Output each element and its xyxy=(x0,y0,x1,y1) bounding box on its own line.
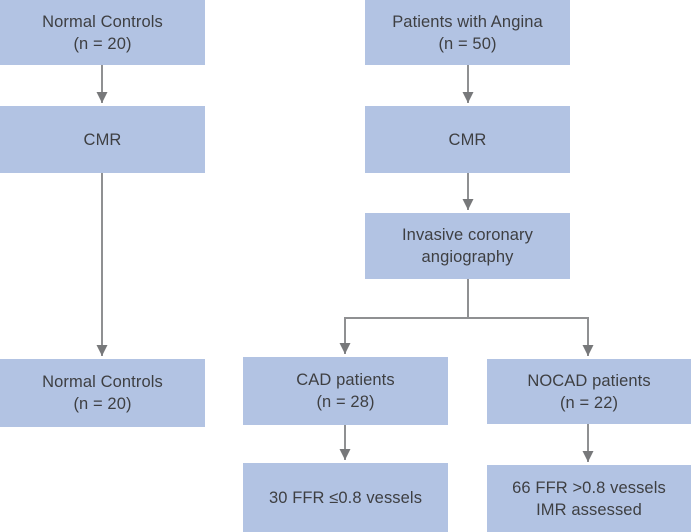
box-line: IMR assessed xyxy=(536,500,642,519)
box-line: CMR xyxy=(448,130,487,149)
box-line: (n = 20) xyxy=(73,395,132,413)
box-nocad-patients: NOCAD patients (n = 22) xyxy=(487,359,691,424)
box-normal-controls-bottom: Normal Controls (n = 20) xyxy=(0,359,205,427)
box-cmr-right: CMR xyxy=(365,106,570,173)
box-line: Patients with Angina xyxy=(392,12,543,31)
box-invasive-coronary-angiography: Invasive coronary angiography xyxy=(365,213,570,279)
box-patients-with-angina: Patients with Angina (n = 50) xyxy=(365,0,570,65)
box-line: Normal Controls xyxy=(42,12,163,31)
box-line: 66 FFR >0.8 vessels xyxy=(512,478,666,497)
box-cad-patients: CAD patients (n = 28) xyxy=(243,357,448,425)
box-ffr-le-08-vessels: 30 FFR ≤0.8 vessels xyxy=(243,463,448,532)
box-line: (n = 28) xyxy=(316,393,375,411)
box-line: NOCAD patients xyxy=(527,371,651,390)
box-line: (n = 50) xyxy=(438,34,497,53)
box-line: (n = 20) xyxy=(73,34,132,53)
box-line: Invasive coronary xyxy=(401,226,533,244)
box-line: Normal Controls xyxy=(42,373,163,391)
box-line: CMR xyxy=(83,130,122,149)
box-line: angiography xyxy=(421,248,514,266)
box-ffr-gt-08-vessels: 66 FFR >0.8 vessels IMR assessed xyxy=(487,465,691,532)
box-cmr-left: CMR xyxy=(0,106,205,173)
box-line: 30 FFR ≤0.8 vessels xyxy=(268,488,423,507)
box-line: (n = 22) xyxy=(559,393,619,412)
box-normal-controls-top: Normal Controls (n = 20) xyxy=(0,0,205,65)
box-line: CAD patients xyxy=(296,371,395,389)
